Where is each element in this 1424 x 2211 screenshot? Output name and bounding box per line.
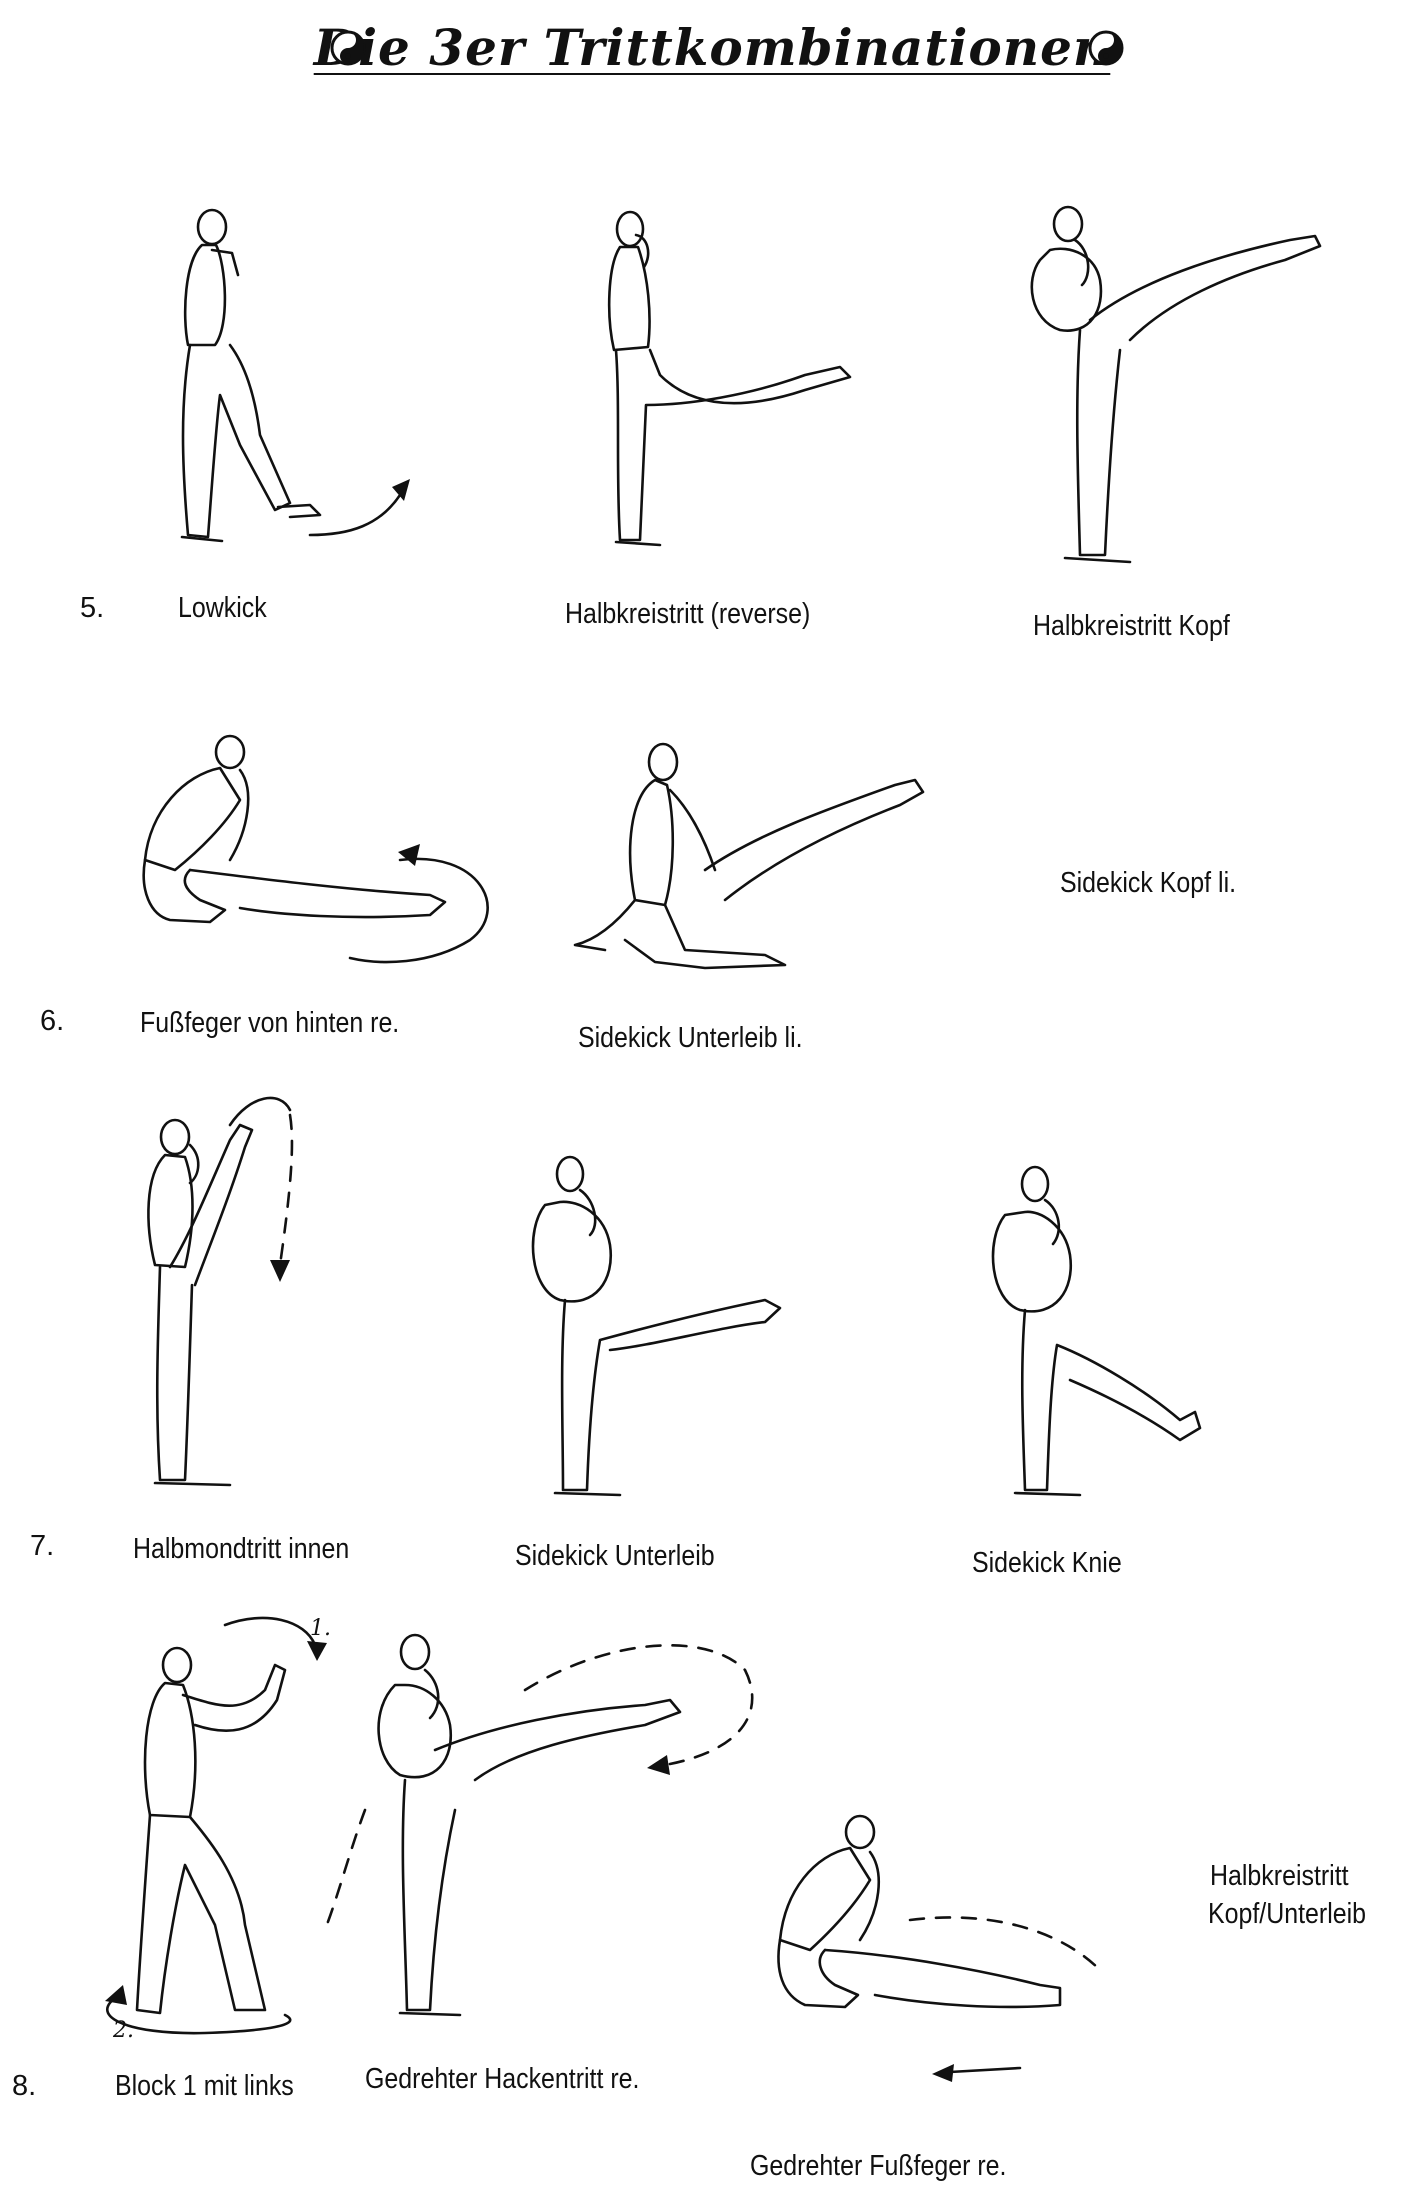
step-marker: 2. — [112, 2018, 134, 2043]
page-title-wrap: Die 3er Trittkombinationen — [0, 18, 1424, 77]
figure-halbmondtritt-innen — [147, 1096, 294, 1487]
figure-halbkreistritt-reverse — [607, 210, 852, 547]
figure-halbkreistritt-kopf — [1030, 205, 1322, 564]
technique-label: Halbmondtritt innen — [133, 1533, 350, 1565]
row-number: 7. — [30, 1530, 55, 1562]
figure-block-1-mit-links: 1. 2. — [105, 1616, 331, 2043]
figure-gedrehter-fussfeger — [777, 1814, 1102, 2009]
technique-label: Fußfeger von hinten re. — [140, 1007, 400, 1039]
arrow-icon — [932, 2064, 1022, 2082]
row-number: 6. — [40, 1005, 65, 1037]
technique-label: Halbkreistritt — [1210, 1860, 1349, 1892]
figure-lowkick — [180, 208, 410, 543]
page-title: Die 3er Trittkombinationen — [313, 18, 1111, 77]
technique-label: Gedrehter Fußfeger re. — [750, 2150, 1007, 2182]
figure-gedrehter-hackentritt — [323, 1633, 754, 2017]
yin-yang-icon — [1088, 30, 1124, 66]
row-number: 8. — [12, 2070, 37, 2102]
step-marker: 1. — [310, 1616, 331, 1641]
technique-label: Sidekick Knie — [972, 1547, 1122, 1579]
technique-label: Kopf/Unterleib — [1208, 1898, 1367, 1930]
row-number: 5. — [80, 592, 105, 624]
technique-label: Gedrehter Hackentritt re. — [365, 2063, 640, 2095]
figure-sidekick-knie — [991, 1165, 1202, 1497]
technique-label: Lowkick — [178, 592, 267, 624]
figure-sidekick-unterleib — [531, 1155, 782, 1497]
technique-label: Sidekick Kopf li. — [1060, 867, 1237, 899]
figure-sidekick-unterleib-li — [573, 742, 925, 970]
technique-label: Halbkreistritt Kopf — [1033, 610, 1230, 642]
technique-label: Sidekick Unterleib — [515, 1540, 715, 1572]
figure-fussfeger-von-hinten — [142, 734, 489, 964]
technique-label: Sidekick Unterleib li. — [578, 1022, 803, 1054]
technique-label: Halbkreistritt (reverse) — [565, 598, 811, 630]
yin-yang-icon — [330, 30, 366, 66]
technique-label: Block 1 mit links — [115, 2070, 294, 2102]
